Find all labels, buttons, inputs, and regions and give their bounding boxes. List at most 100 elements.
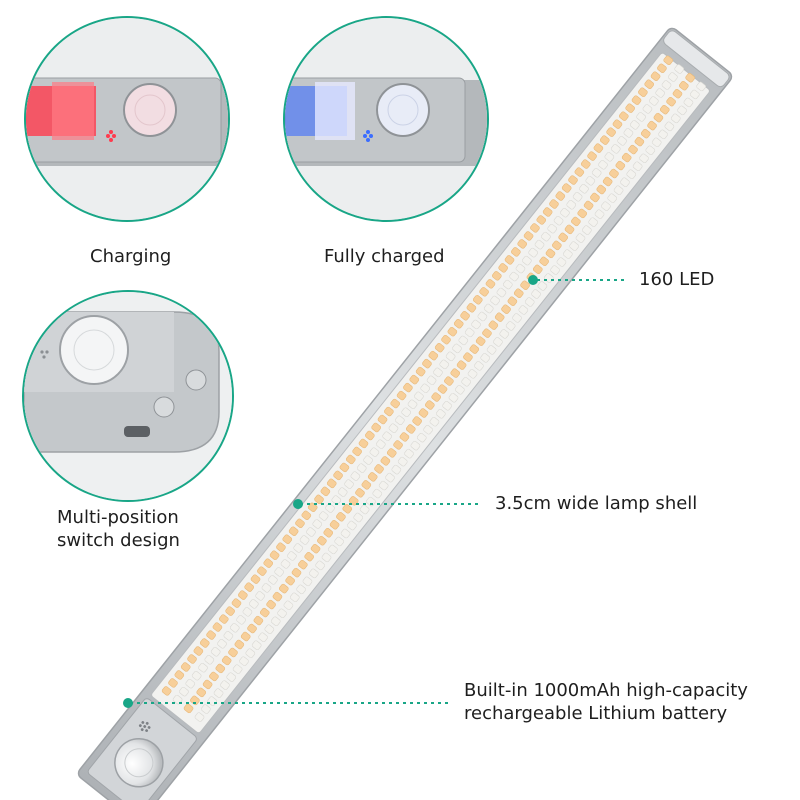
led-chip (302, 576, 313, 587)
led-chip (619, 111, 629, 121)
led-chip (358, 438, 369, 449)
led-chip (295, 518, 305, 529)
led-chip (507, 296, 518, 306)
led-chip (602, 176, 613, 187)
led-chip (642, 104, 653, 114)
led-chip (431, 392, 441, 402)
led-array (161, 55, 706, 722)
led-chip (285, 575, 295, 586)
led-chip (206, 630, 216, 640)
led-chip (594, 209, 605, 219)
led-chip (315, 560, 325, 571)
led-chip (345, 454, 356, 465)
led-chip (366, 496, 376, 507)
led-chip (420, 383, 431, 394)
led-chip (287, 551, 297, 561)
led-chip (174, 670, 185, 680)
led-chip (566, 200, 577, 210)
led-chip (445, 351, 456, 362)
led-chip (545, 248, 556, 259)
led-chip (161, 686, 172, 696)
led-chip (593, 143, 604, 153)
led-chip (621, 152, 632, 163)
led-chip (403, 382, 413, 393)
led-chip (289, 592, 300, 603)
led-chip (458, 335, 469, 346)
led-chip (210, 647, 221, 657)
callout-dot-battery (123, 698, 133, 708)
led-chip (217, 639, 227, 649)
led-chip (490, 295, 500, 306)
led-chip (477, 311, 488, 322)
switch-icon (153, 369, 207, 418)
led-chip (677, 105, 687, 116)
led-chip (696, 81, 706, 92)
led-chip (371, 422, 381, 433)
led-chip (485, 279, 496, 289)
led-chip (221, 655, 232, 666)
switch-label-line2: switch design (57, 530, 180, 551)
led-chip (347, 520, 357, 531)
led-chip (531, 289, 541, 299)
led-chip (312, 519, 323, 529)
led-chip (523, 231, 534, 241)
led-chip (269, 550, 280, 560)
led-chip (314, 494, 324, 505)
led-chip (606, 127, 616, 137)
led-chip (339, 462, 350, 473)
motion-sensor-icon (123, 83, 177, 137)
led-chip (409, 374, 420, 385)
led-chip (583, 200, 594, 211)
led-chip (225, 606, 235, 616)
led-chip (444, 376, 454, 386)
led-chip (232, 664, 243, 674)
led-chip (196, 687, 207, 698)
led-chip (410, 440, 421, 451)
led-chip (452, 343, 462, 354)
led-chip (352, 446, 362, 457)
callout-dot-shell (293, 499, 303, 509)
led-chip (209, 671, 219, 682)
led-chip (640, 128, 651, 139)
battery-label-line2: rechargeable Lithium battery (464, 703, 728, 724)
led-chip (168, 678, 178, 688)
led-chip (259, 607, 270, 618)
led-chip (555, 191, 566, 201)
led-chip (386, 448, 397, 458)
led-chip (658, 129, 668, 140)
led-chip (418, 408, 429, 418)
led-chip (612, 119, 623, 129)
led-chip (276, 542, 286, 552)
led-chip (625, 103, 635, 113)
led-chip (504, 255, 515, 265)
led-chip (447, 326, 458, 337)
led-chip (382, 431, 392, 441)
led-chip (537, 281, 548, 291)
led-chip (337, 487, 348, 497)
led-chip (215, 663, 226, 674)
led-chip (329, 520, 340, 530)
led-chip (655, 88, 665, 98)
led-chip (561, 183, 572, 193)
led-chip (579, 184, 589, 194)
led-chip (395, 415, 405, 425)
led-chip (585, 176, 596, 186)
led-chip (626, 169, 637, 179)
led-chip (518, 305, 529, 315)
led-chip (194, 712, 205, 722)
led-chip (367, 472, 378, 482)
led-chip (253, 615, 264, 626)
led-chip (412, 416, 422, 426)
led-chip (428, 350, 439, 361)
callout-dot-led (528, 275, 538, 285)
led-chip (277, 608, 287, 619)
led-chip (441, 334, 451, 345)
led-chip (334, 536, 344, 547)
led-chip (359, 504, 370, 515)
led-chip (664, 121, 675, 132)
led-chip (266, 599, 276, 610)
led-chip (499, 329, 510, 339)
led-chip (240, 631, 251, 642)
led-chip (520, 280, 530, 290)
led-chip (657, 63, 667, 74)
